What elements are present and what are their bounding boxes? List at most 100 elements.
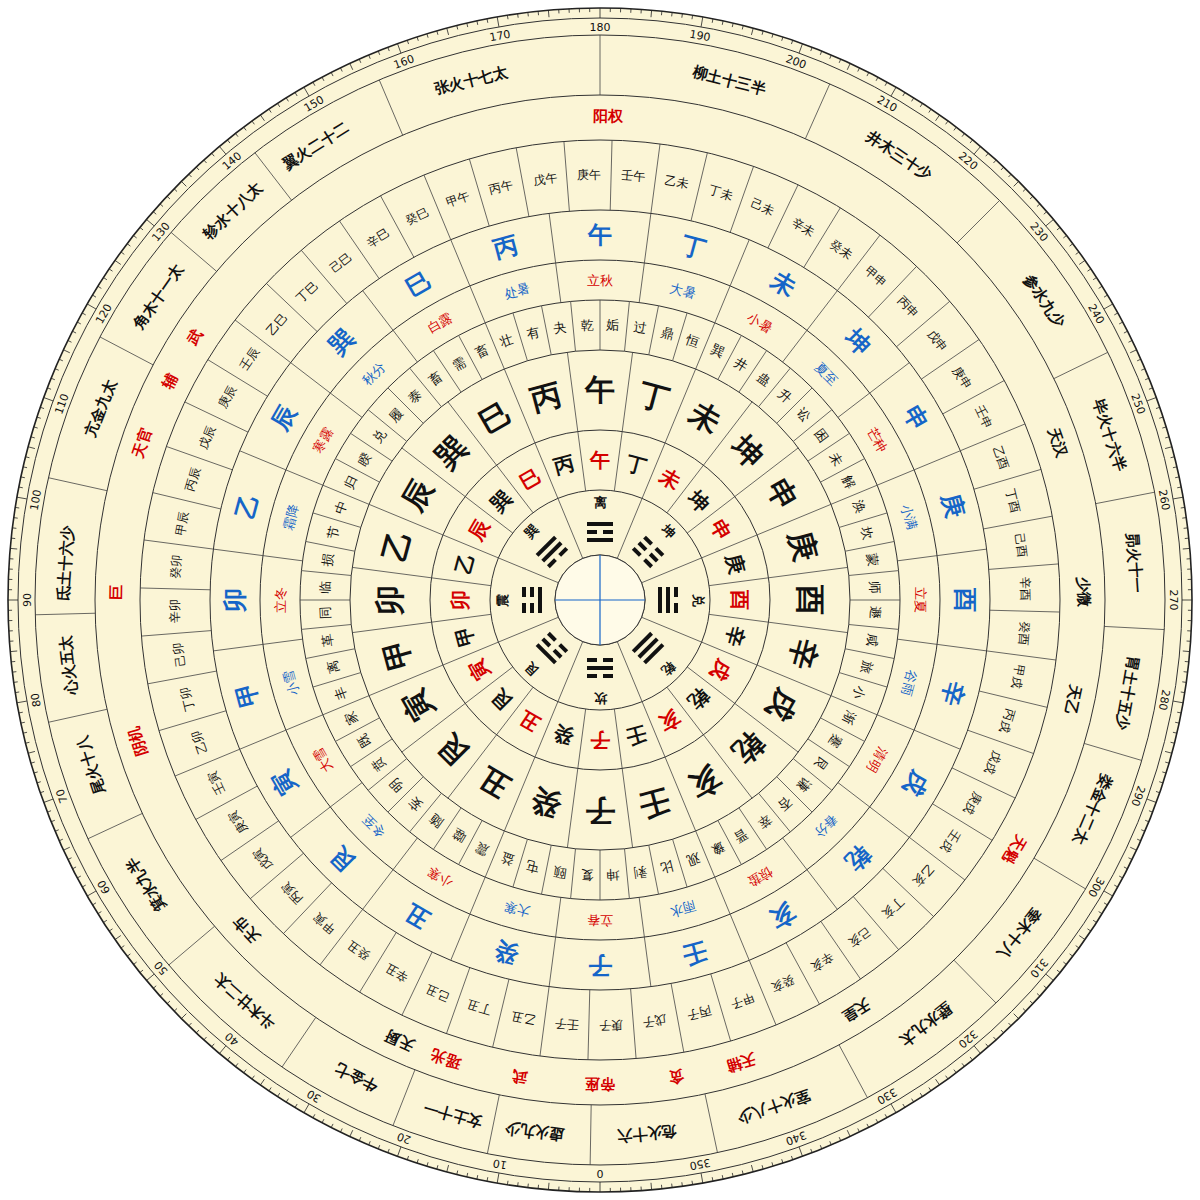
degree-tick: [34, 427, 38, 428]
degree-tick: [867, 1124, 869, 1128]
degree-tick: [974, 1046, 980, 1054]
degree-tick: [8, 600, 18, 601]
degree-tick: [286, 1099, 288, 1102]
sector-divider: [493, 979, 509, 1047]
degree-number: 180: [590, 22, 611, 33]
degree-tick: [569, 1187, 570, 1191]
sector-divider: [166, 446, 232, 469]
degree-tick: [204, 1037, 207, 1040]
sector-divider: [730, 166, 753, 232]
degree-tick: [1128, 340, 1132, 342]
degree-tick: [1023, 189, 1026, 192]
sector-divider: [159, 711, 226, 731]
lunar-mansion: 危火十六: [616, 1123, 677, 1143]
ring-line: [35, 35, 1165, 1165]
solar-term: 立冬: [274, 587, 287, 613]
degree-tick: [1046, 219, 1054, 225]
degree-tick: [641, 9, 642, 13]
degree-tick: [304, 87, 309, 96]
degree-tick: [437, 1165, 438, 1169]
sector-divider: [642, 443, 665, 498]
compass-disc: [8, 8, 1192, 1192]
degree-tick: [751, 28, 753, 35]
trigram-line: [666, 587, 670, 613]
sector-divider: [571, 849, 576, 899]
degree-tick: [970, 1057, 973, 1060]
degree-tick: [1165, 437, 1169, 438]
degree-tick: [903, 93, 905, 96]
ring-line: [18, 18, 1182, 1182]
sector-divider: [831, 696, 877, 715]
sector-divider: [498, 617, 558, 642]
degree-tick: [181, 181, 186, 186]
degree-tick: [1104, 295, 1107, 297]
degree-tick: [121, 252, 124, 254]
degree-tick: [427, 34, 428, 38]
degree-tick: [1128, 858, 1132, 860]
degree-tick: [236, 133, 238, 136]
degree-tick: [23, 732, 27, 734]
sector-divider: [849, 571, 899, 576]
degree-tick: [147, 219, 155, 225]
degree-tick: [610, 1188, 611, 1192]
seam-needle-mountain: 酉: [953, 588, 977, 612]
sector-divider: [221, 821, 279, 861]
sector-divider: [642, 702, 665, 757]
sector-divider: [709, 578, 768, 586]
sector-divider: [617, 498, 642, 558]
degree-tick: [127, 244, 130, 246]
degree-tick: [359, 1137, 361, 1141]
sector-divider: [541, 306, 551, 355]
sector-divider: [578, 709, 586, 768]
sector-divider: [805, 84, 829, 139]
degree-tick: [304, 1104, 309, 1113]
degree-tick: [885, 1114, 887, 1117]
sector-divider: [1084, 743, 1142, 760]
trigram-line: [587, 530, 597, 534]
sector-divider: [974, 469, 1041, 489]
degree-tick: [487, 19, 489, 23]
sector-divider: [306, 649, 355, 659]
ring-line: [210, 210, 990, 990]
degree-tick: [9, 569, 13, 570]
sector-divider: [807, 870, 837, 910]
sector-divider: [169, 926, 215, 965]
degree-tick: [701, 17, 703, 27]
degree-tick: [962, 1063, 964, 1066]
degree-tick: [538, 11, 539, 15]
jiazi-dragon: 癸酉: [1017, 621, 1031, 646]
degree-tick: [236, 1063, 238, 1066]
star-name: 贪: [667, 1068, 684, 1085]
degree-tick: [59, 839, 63, 841]
sector-divider: [821, 921, 861, 979]
degree-number: 170: [489, 28, 512, 42]
degree-tick: [476, 1175, 478, 1179]
sector-divider: [625, 301, 630, 351]
degree-tick: [269, 1087, 271, 1090]
degree-tick: [427, 1162, 428, 1166]
degree-tick: [115, 260, 121, 264]
trigram-line: [554, 650, 561, 657]
sector-divider: [339, 221, 379, 279]
sector-divider: [937, 644, 987, 651]
jiazi-dragon: 乙丑: [510, 1010, 536, 1026]
trigram-line: [633, 548, 640, 555]
degree-tick: [527, 12, 528, 16]
degree-tick: [15, 507, 19, 509]
degree-tick: [962, 133, 964, 136]
degree-tick: [8, 579, 12, 580]
trigram-line: [530, 603, 534, 613]
sector-divider: [393, 838, 417, 870]
degree-tick: [630, 1187, 631, 1191]
degree-tick: [1076, 946, 1079, 948]
degree-tick: [1165, 762, 1169, 763]
sector-divider: [642, 617, 702, 642]
degree-tick: [140, 970, 143, 973]
degree-tick: [10, 548, 17, 550]
degree-tick: [929, 1087, 931, 1090]
degree-tick: [993, 1037, 996, 1040]
degree-tick: [109, 269, 112, 271]
sector-divider: [100, 337, 153, 365]
sector-divider: [148, 671, 217, 684]
degree-tick: [1137, 839, 1141, 841]
